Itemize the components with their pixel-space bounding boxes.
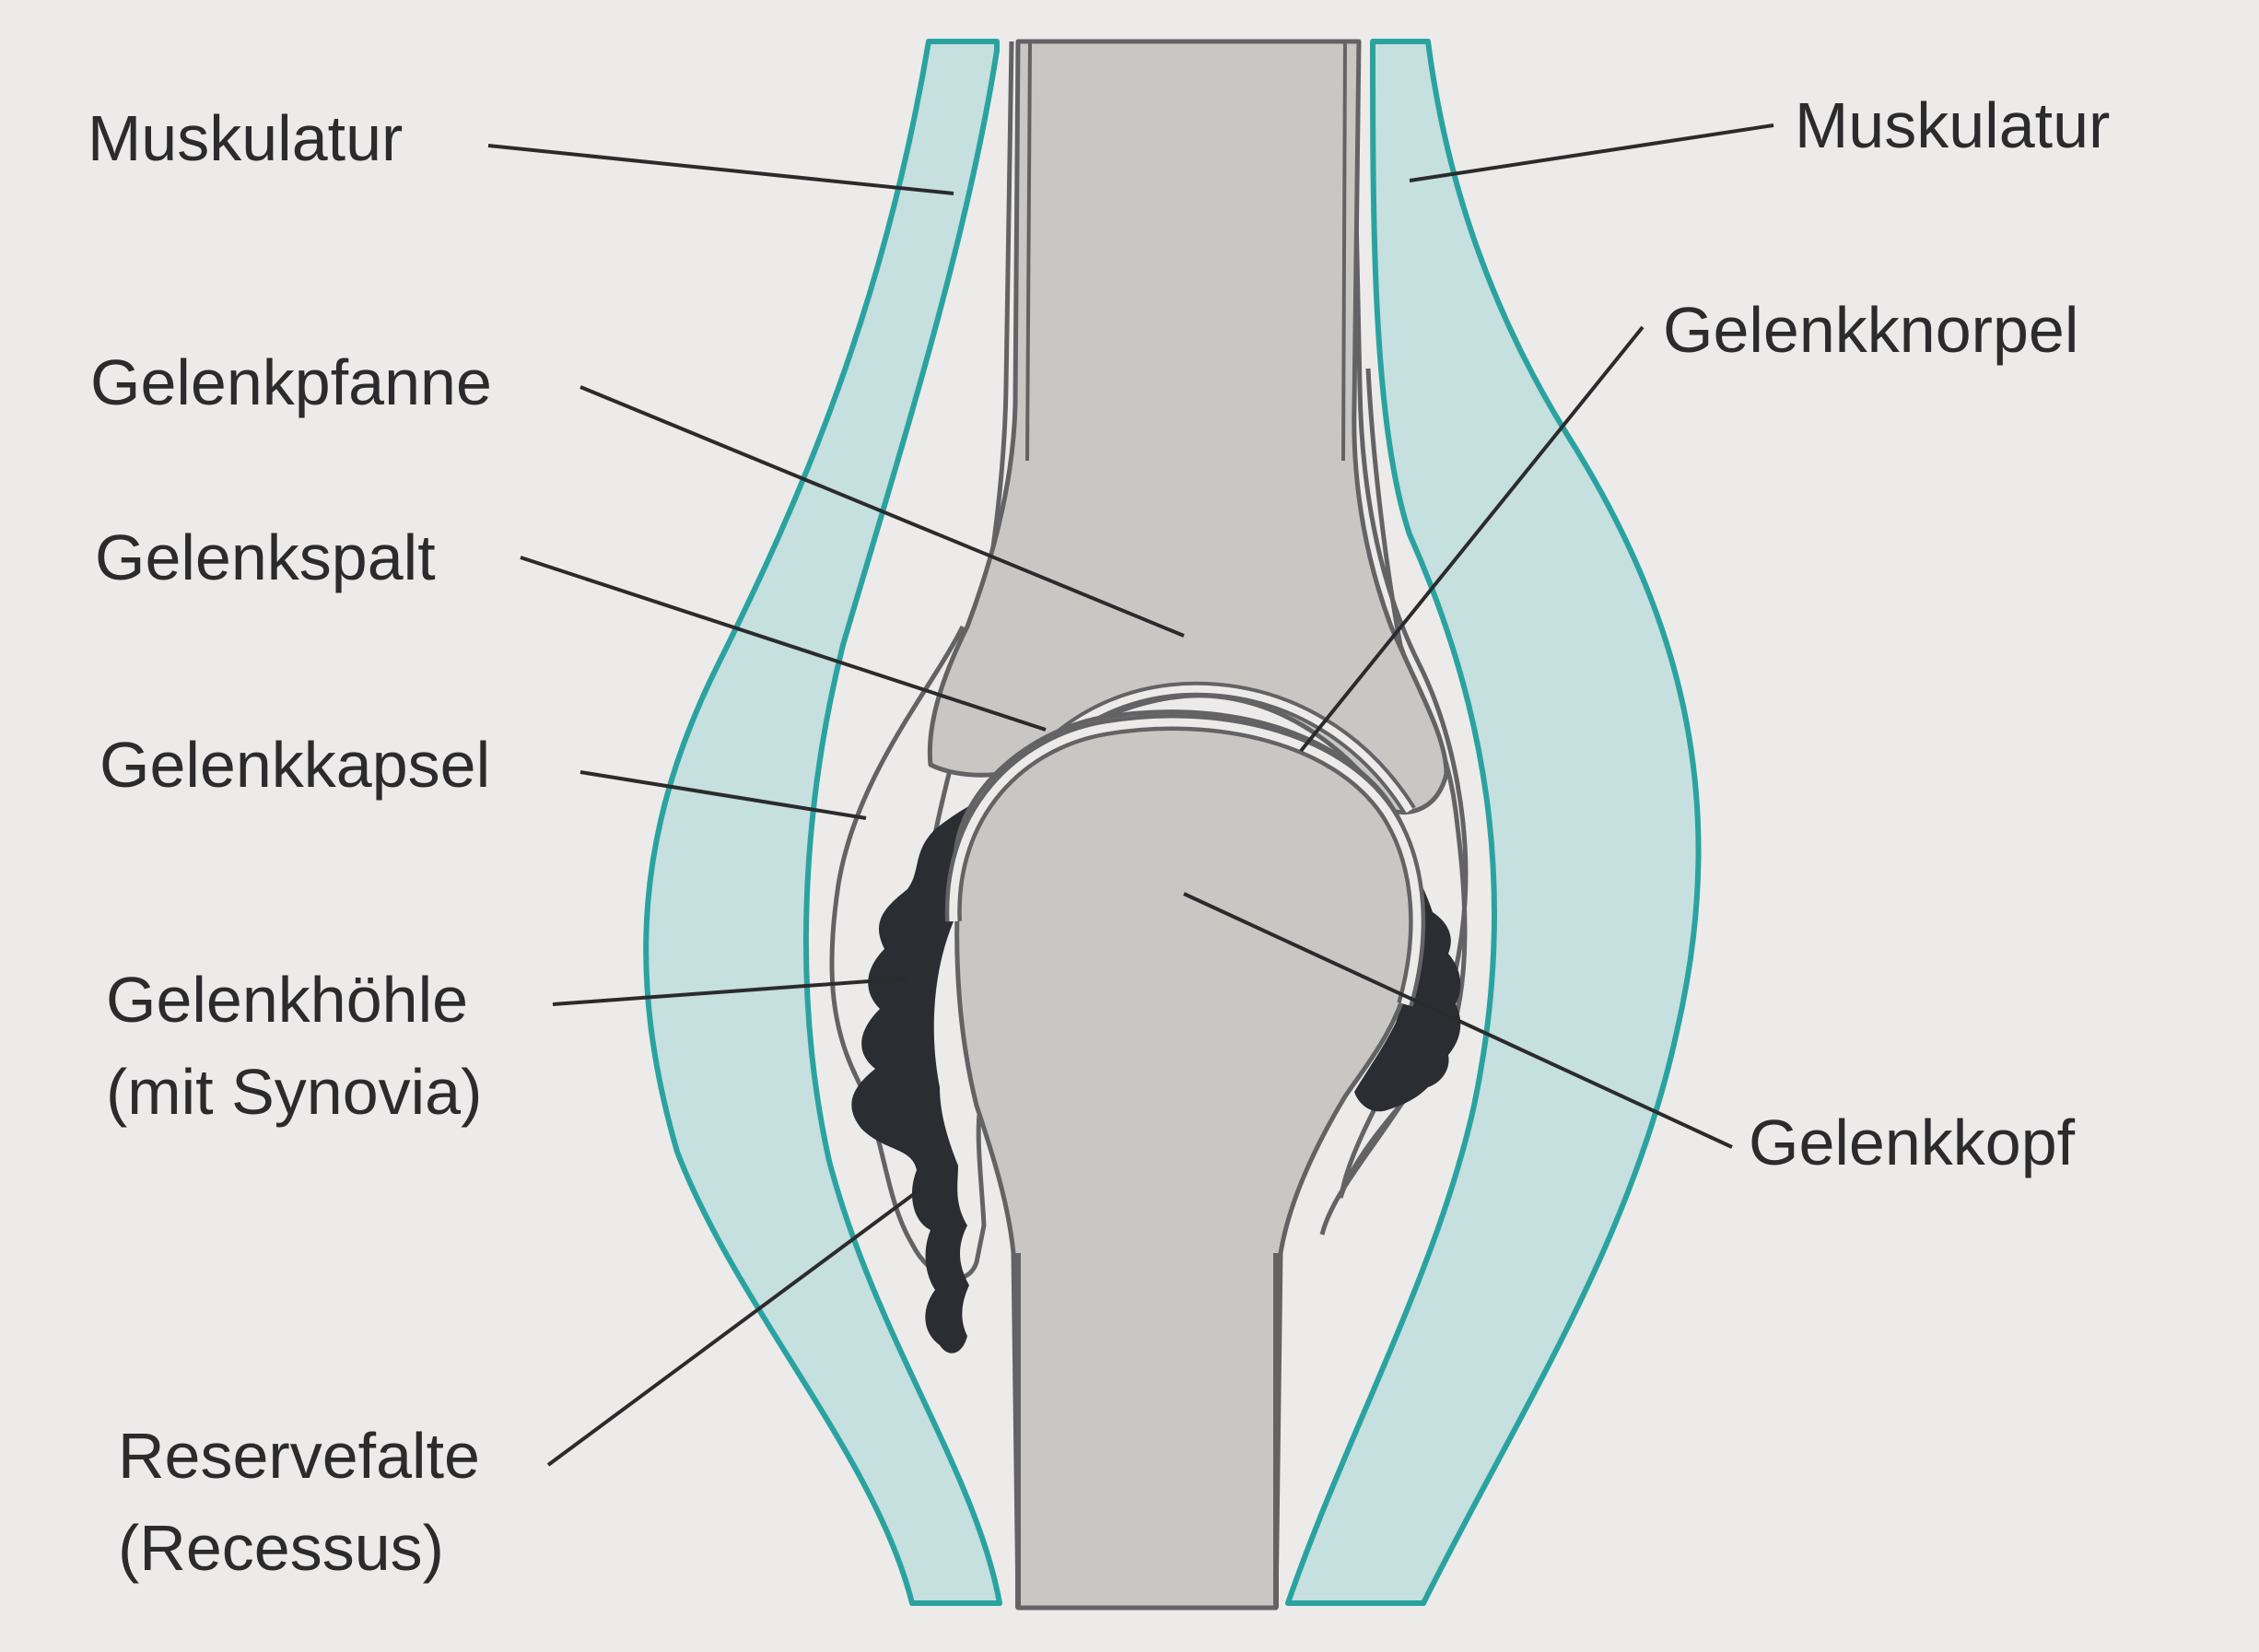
leader-muskulatur-right	[1409, 123, 1774, 182]
leader-lines	[487, 123, 1774, 1467]
synovia-left	[851, 774, 1059, 1353]
leader-gelenkknorpel	[1299, 325, 1645, 753]
label-muskulatur-right: Muskulatur	[1795, 89, 2111, 161]
label-gelenkspalt: Gelenkspalt	[95, 521, 436, 593]
label-reservefalte: Reservefalte (Recessus)	[118, 1410, 480, 1594]
label-muskulatur-left: Muskulatur	[88, 102, 404, 174]
upper-bone	[927, 39, 1449, 815]
leader-reservefalte	[546, 1187, 923, 1467]
label-gelenkkopf: Gelenkkopf	[1749, 1107, 2076, 1178]
leader-gelenkkopf	[1183, 892, 1733, 1149]
muscle-left	[643, 39, 1002, 1606]
lower-bone	[953, 709, 1422, 1611]
leader-muskulatur-left	[487, 144, 954, 195]
leader-gelenkpfanne	[579, 385, 1185, 638]
label-reservefalte-line2: (Recessus)	[118, 1512, 444, 1584]
leader-gelenkspalt	[520, 556, 1047, 732]
label-reservefalte-line1: Reservefalte	[118, 1420, 480, 1492]
upper-shaft-left-inner	[1025, 41, 1032, 462]
label-gelenkhoehle: Gelenkhöhle (mit Synovia)	[106, 954, 482, 1138]
leader-gelenkkapsel	[579, 770, 867, 820]
label-gelenkpfanne: Gelenkpfanne	[90, 346, 492, 418]
label-gelenkhoehle-line1: Gelenkhöhle	[106, 964, 469, 1036]
leader-gelenkhoehle	[552, 977, 908, 1006]
label-gelenkknorpel: Gelenkknorpel	[1663, 294, 2079, 366]
joint-capsule-right-wall	[1319, 41, 1469, 1236]
upper-shaft-right-inner	[1341, 41, 1347, 462]
label-gelenkhoehle-line2: (mit Synovia)	[106, 1056, 483, 1128]
muscle-right	[1285, 39, 1702, 1606]
head-cartilage-inner	[949, 718, 1422, 1006]
label-gelenkkapsel: Gelenkkapsel	[99, 729, 491, 801]
